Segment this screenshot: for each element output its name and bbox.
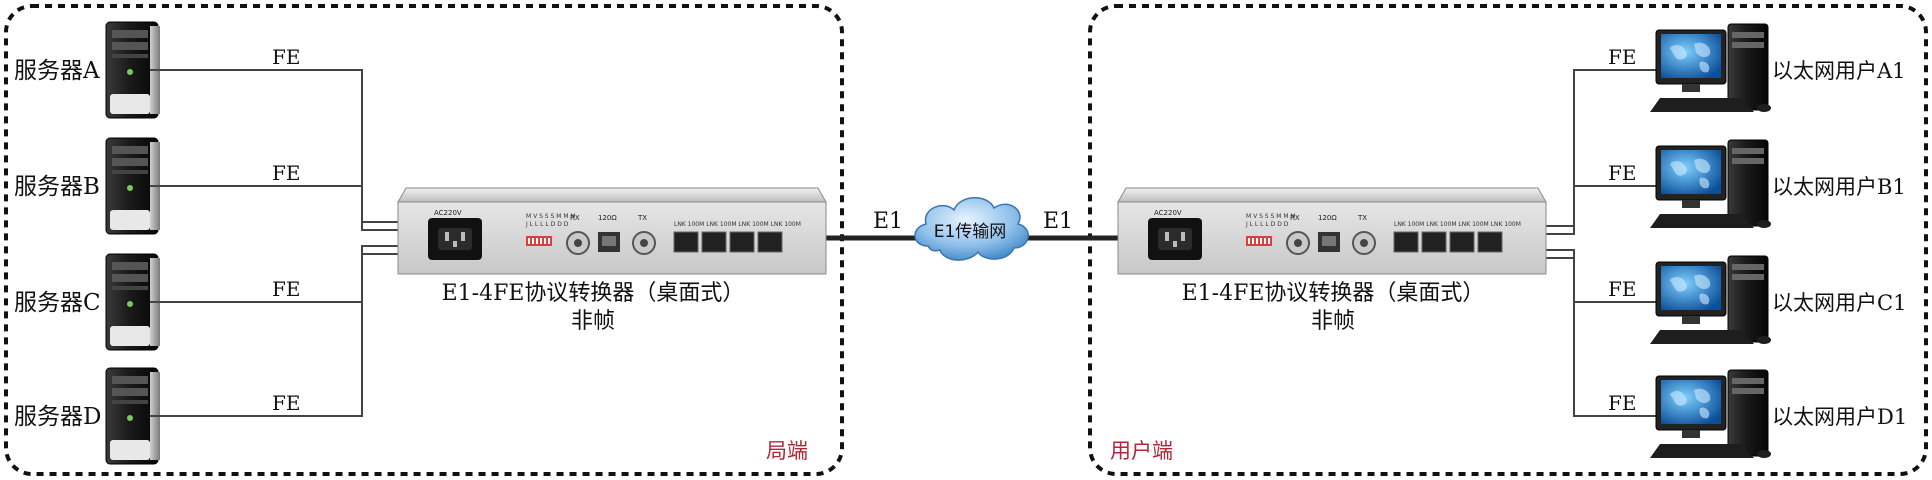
fe-link-line bbox=[150, 185, 400, 231]
svg-text:J L L L L D D D: J L L L L D D D bbox=[525, 221, 569, 228]
server-name: 服务器B bbox=[14, 174, 100, 200]
server-list: 服务器A FE 服务器B FE 服务器C FE 服务器D FE bbox=[14, 21, 400, 465]
user-name: 以太网用户A1 bbox=[1772, 59, 1906, 83]
fe-label: FE bbox=[272, 161, 300, 185]
tx-label: TX bbox=[1357, 214, 1367, 222]
tx-label: TX bbox=[637, 214, 647, 222]
desktop-computer-icon bbox=[1650, 23, 1771, 112]
fe-link-line bbox=[1544, 185, 1660, 235]
right-site-label: 用户端 bbox=[1110, 439, 1173, 463]
user-row: FE 以太网用户C1 bbox=[1544, 249, 1906, 344]
left-device-frame-mode: 非帧 bbox=[571, 309, 615, 334]
fe-label: FE bbox=[272, 391, 300, 415]
server-name: 服务器D bbox=[14, 404, 101, 430]
server-row: 服务器D FE bbox=[14, 253, 400, 465]
fe-label: FE bbox=[272, 45, 300, 69]
server-row: 服务器C FE bbox=[14, 245, 400, 351]
fe-label: FE bbox=[1608, 391, 1636, 415]
svg-text:M V S S S M M M: M V S S S M M M bbox=[526, 213, 576, 220]
impedance-label: 120Ω bbox=[1318, 214, 1337, 222]
svg-text:J L L L L D D D: J L L L L D D D bbox=[1245, 221, 1289, 228]
svg-text:M V S S S M M M: M V S S S M M M bbox=[1246, 213, 1296, 220]
fe-label: FE bbox=[1608, 161, 1636, 185]
fe-link-line bbox=[150, 253, 400, 417]
user-row: FE 以太网用户D1 bbox=[1544, 257, 1907, 458]
server-name: 服务器A bbox=[14, 58, 100, 84]
fe-label: FE bbox=[1608, 45, 1636, 69]
fe-label: FE bbox=[272, 277, 300, 301]
user-name: 以太网用户B1 bbox=[1772, 175, 1906, 199]
fe-link-line bbox=[1544, 69, 1660, 227]
server-tower-icon bbox=[105, 137, 160, 235]
e1-label-left: E1 bbox=[873, 209, 903, 234]
fe-link-line bbox=[150, 69, 400, 223]
desktop-computer-icon bbox=[1650, 369, 1771, 458]
right-site-border bbox=[1088, 4, 1928, 476]
power-label: AC220V bbox=[434, 209, 462, 217]
power-label: AC220V bbox=[1154, 209, 1182, 217]
right-protocol-converter: AC220V M V S S S M M M J L L L L D D D R… bbox=[1117, 187, 1547, 275]
right-device-model: E1-4FE协议转换器（桌面式） bbox=[1182, 281, 1485, 306]
left-protocol-converter: AC220V M V S S S M M M J L L L L D D D R… bbox=[397, 187, 827, 275]
fe-link-line bbox=[1544, 257, 1660, 417]
server-name: 服务器C bbox=[14, 290, 101, 316]
desktop-computer-icon bbox=[1650, 139, 1771, 228]
e1-label-right: E1 bbox=[1043, 209, 1073, 234]
server-row: 服务器A FE bbox=[14, 21, 400, 223]
impedance-label: 120Ω bbox=[598, 214, 617, 222]
user-row: FE 以太网用户A1 bbox=[1544, 23, 1906, 227]
server-row: 服务器B FE bbox=[14, 137, 400, 235]
right-device-frame-mode: 非帧 bbox=[1311, 309, 1355, 334]
left-device-model: E1-4FE协议转换器（桌面式） bbox=[442, 281, 745, 306]
fe-label: FE bbox=[1608, 277, 1636, 301]
desktop-computer-icon bbox=[1650, 255, 1771, 344]
rx-label: RX bbox=[1290, 214, 1300, 222]
svg-text:LNK 100M LNK 100M LNK 100M LNK: LNK 100M LNK 100M LNK 100M LNK 100M bbox=[674, 221, 801, 228]
cloud-label: E1传输网 bbox=[934, 222, 1007, 242]
user-name: 以太网用户C1 bbox=[1772, 291, 1906, 315]
user-name: 以太网用户D1 bbox=[1772, 405, 1907, 429]
left-site-label: 局端 bbox=[766, 439, 808, 463]
svg-text:LNK 100M LNK 100M LNK 100M LNK: LNK 100M LNK 100M LNK 100M LNK 100M bbox=[1394, 221, 1521, 228]
rx-label: RX bbox=[570, 214, 580, 222]
e1-network-cloud: E1传输网 bbox=[914, 197, 1029, 261]
user-row: FE 以太网用户B1 bbox=[1544, 139, 1906, 235]
